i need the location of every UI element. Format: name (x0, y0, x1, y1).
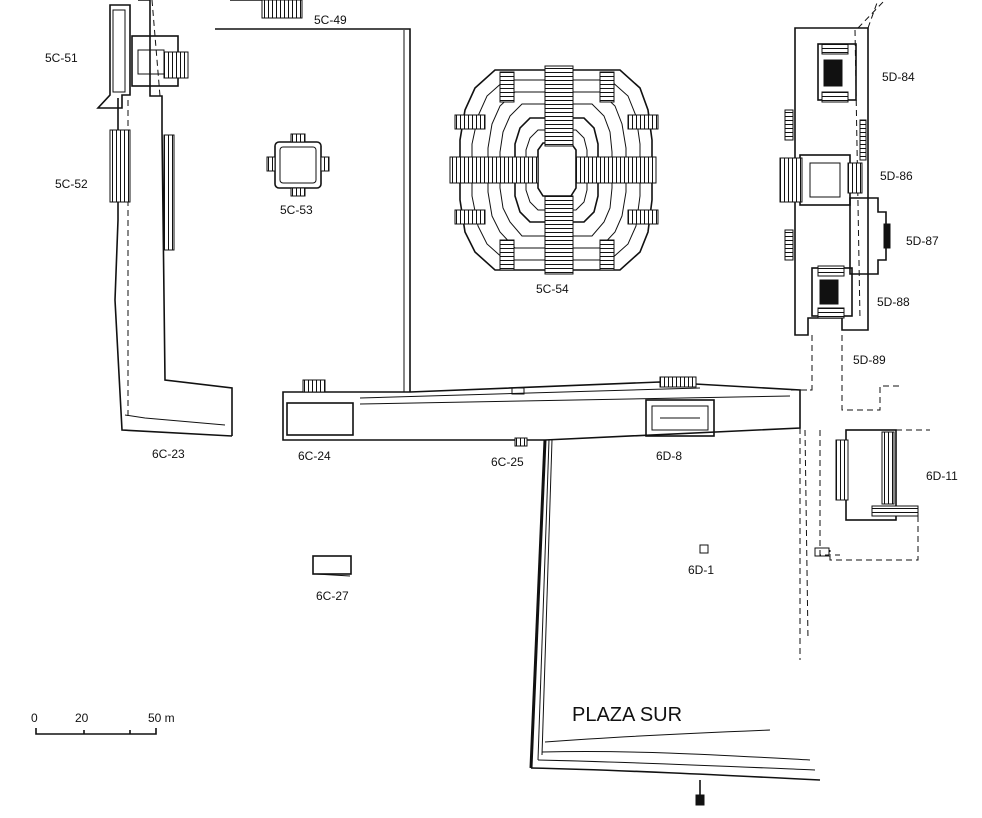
label-6c-23: 6C-23 (152, 447, 185, 461)
scale-tick-20: 20 (75, 711, 89, 725)
label-6d-11: 6D-11 (926, 469, 958, 483)
label-5d-89: 5D-89 (853, 353, 886, 367)
structure-5c-54 (449, 65, 659, 275)
structure-5c-52 (109, 0, 233, 437)
label-5c-51: 5C-51 (45, 51, 78, 65)
structure-5d-84-88-range (779, 0, 902, 411)
structure-6d-1 (699, 544, 709, 554)
scale-tick-0: 0 (31, 711, 38, 725)
label-5d-88: 5D-88 (877, 295, 910, 309)
label-5d-87: 5D-87 (906, 234, 939, 248)
scale-tick-50: 50 m (148, 711, 175, 725)
plaza-boundary-north (215, 0, 411, 392)
structure-6d-11 (814, 429, 930, 561)
label-5d-86: 5D-86 (880, 169, 913, 183)
structure-6c-27 (312, 555, 352, 577)
plaza-sur-boundary (529, 439, 821, 806)
south-platform (282, 376, 812, 660)
label-6d-1: 6D-1 (688, 563, 714, 577)
label-6d-8: 6D-8 (656, 449, 682, 463)
label-plaza-sur: PLAZA SUR (572, 704, 682, 726)
label-5c-54: 5C-54 (536, 282, 569, 296)
label-6c-27: 6C-27 (316, 589, 349, 603)
label-5d-84: 5D-84 (882, 70, 915, 84)
label-5c-53: 5C-53 (280, 203, 313, 217)
scale-bar: 0 20 50 m (31, 711, 175, 735)
label-5c-49: 5C-49 (314, 13, 347, 27)
structure-5c-53 (266, 133, 330, 197)
structure-5c-51 (96, 4, 189, 109)
label-6c-24: 6C-24 (298, 449, 331, 463)
label-6c-25: 6C-25 (491, 455, 524, 469)
label-5c-52: 5C-52 (55, 177, 88, 191)
structure-labels: 5C-49 5C-51 5C-52 5C-53 5C-54 5D-84 5D-8… (45, 13, 958, 726)
